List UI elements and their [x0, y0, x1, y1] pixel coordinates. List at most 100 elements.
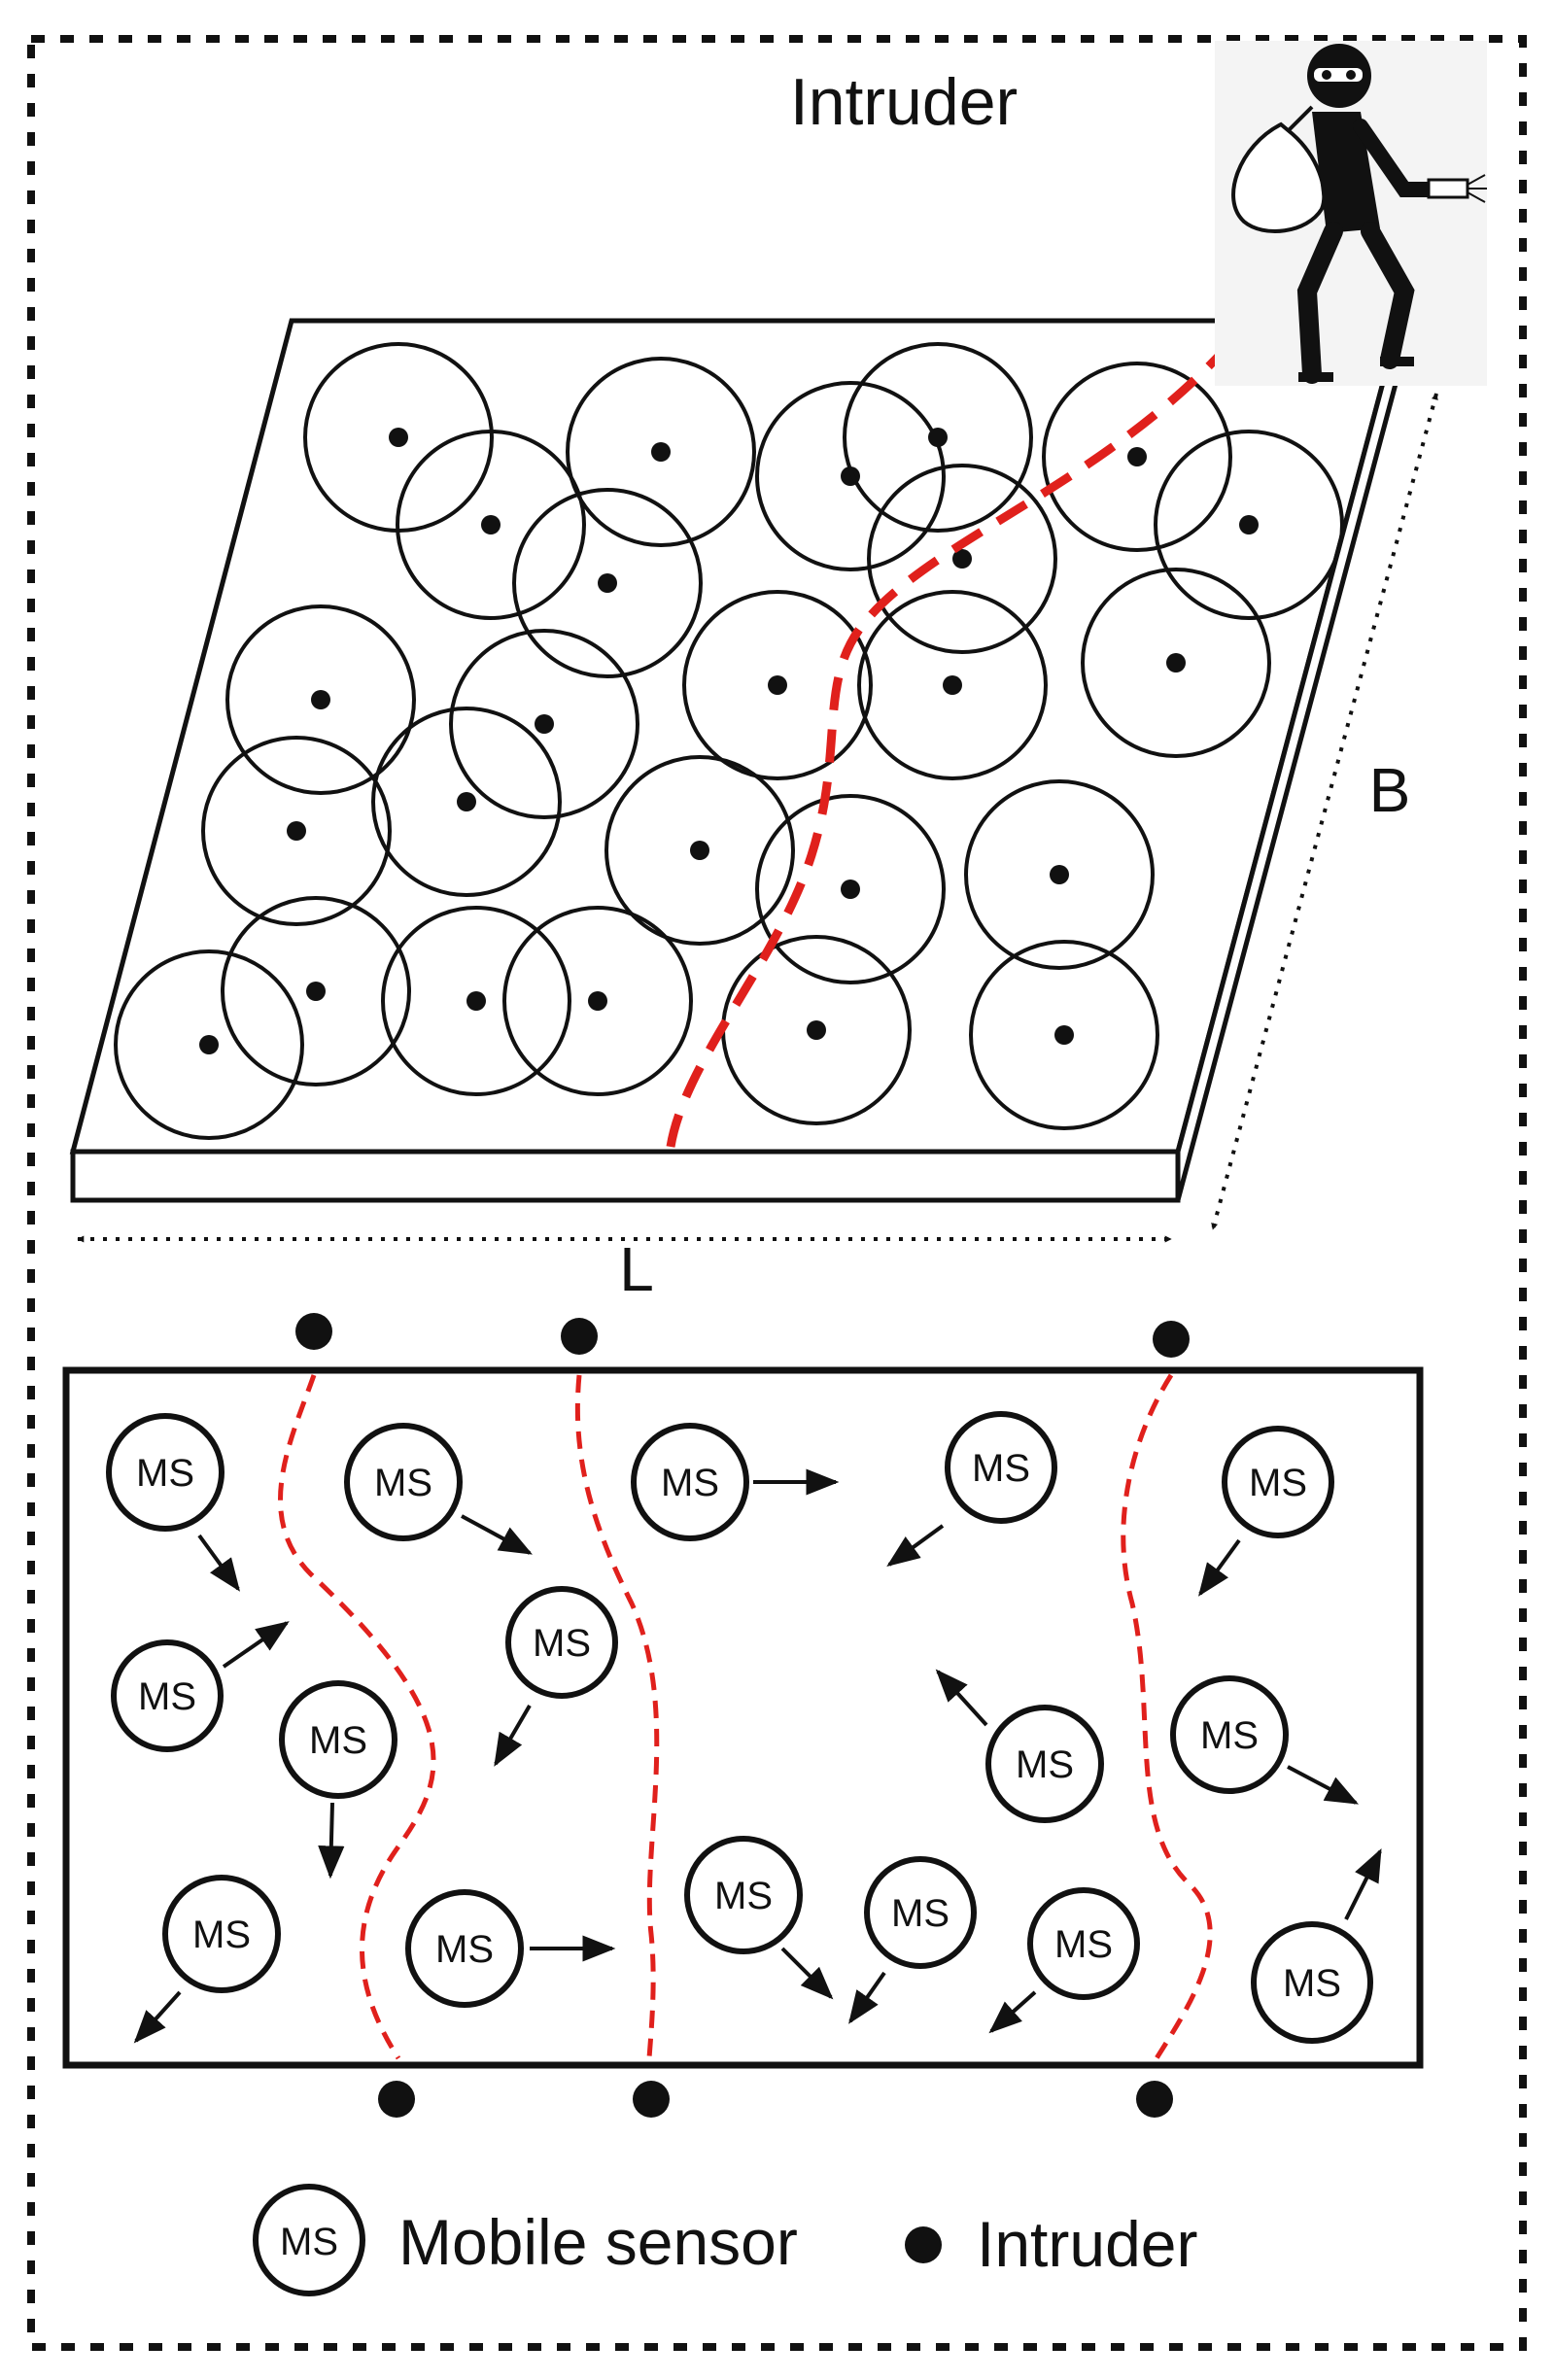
mobile-sensor-text: MS [533, 1622, 591, 1665]
sensing-range [843, 342, 1033, 533]
thief-icon [1215, 41, 1487, 386]
sensing-field-front [70, 1149, 1181, 1203]
mobile-sensor-icon [631, 1423, 749, 1541]
mobile-sensor-text: MS [1200, 1714, 1259, 1757]
sensing-range [566, 357, 756, 547]
mobile-sensor: MS [111, 1621, 290, 1752]
intruder-heading: Intruder [790, 65, 1018, 139]
mobile-sensor-text: MS [1054, 1923, 1113, 1966]
sensing-range [969, 940, 1159, 1130]
static-sensor [588, 991, 607, 1011]
sensing-range [604, 755, 795, 946]
static-sensor [651, 442, 671, 462]
static-sensor [287, 821, 306, 841]
sensing-range [371, 707, 562, 897]
static-sensor [457, 792, 476, 811]
mobile-sensor: MS [988, 1887, 1140, 2034]
static-sensor [807, 1020, 826, 1040]
sensing-range [449, 629, 639, 819]
intruder-dot [378, 2081, 415, 2118]
sensing-range [682, 590, 873, 780]
mobile-sensor: MS [684, 1836, 834, 2000]
sensing-range [857, 590, 1048, 780]
static-sensor [389, 428, 408, 447]
mobile-sensor-text: MS [1016, 1743, 1074, 1786]
mobile-sensor-text: MS [661, 1462, 719, 1504]
mobile-sensor-icon [162, 1875, 281, 1993]
intruder-path-2 [574, 1374, 660, 2059]
mobile-sensor-icon [344, 1423, 463, 1541]
outer-frame [27, 35, 1527, 2351]
static-sensor [598, 573, 617, 593]
sensing-range [755, 794, 946, 984]
sensing-range [221, 896, 411, 1087]
mobile-sensor: MS [494, 1586, 618, 1767]
static-sensor [1239, 515, 1259, 535]
mobile-sensor-text: MS [891, 1892, 950, 1935]
mobile-sensor-icon [1170, 1675, 1289, 1794]
breadth-label: B [1369, 755, 1411, 825]
intruder-path-3 [1121, 1373, 1213, 2060]
mobile-sensor-text: MS [714, 1875, 773, 1917]
mobile-sensor-icon [684, 1836, 803, 1954]
mobile-sensor: MS [631, 1423, 840, 1541]
sensing-range [114, 949, 304, 1140]
static-sensor [311, 690, 330, 709]
sensing-range [225, 604, 416, 795]
movement-arrow [133, 1990, 182, 2044]
movement-arrow [780, 1947, 834, 2000]
mobile-sensor: MS [1170, 1675, 1360, 1805]
mobile-sensor-icon [864, 1856, 977, 1969]
intruder-dot [633, 2081, 670, 2118]
sensing-range [964, 779, 1155, 970]
sensing-range [512, 488, 703, 678]
mobile-sensor: MS [886, 1411, 1057, 1567]
static-sensor [1127, 447, 1147, 466]
intruder-dot-icon [905, 2226, 942, 2263]
mobile-sensor-text: MS [435, 1928, 494, 1971]
mobile-sensor: MS [1198, 1426, 1334, 1597]
static-sensor [952, 549, 972, 569]
mobile-sensor: MS [405, 1889, 616, 2008]
mobile-sensor: MS [106, 1413, 240, 1592]
sensing-range [867, 464, 1057, 654]
movement-arrow [197, 1534, 240, 1592]
static-sensor [1050, 865, 1069, 884]
legend: MS Mobile sensor Intruder [253, 2184, 1197, 2296]
static-sensor [690, 841, 709, 860]
mobile-sensor-icon [985, 1705, 1104, 1823]
top-panel: Intruder L B [69, 41, 1487, 1304]
sensing-range [755, 381, 946, 571]
movement-arrow [318, 1802, 345, 1880]
static-sensor [841, 880, 860, 899]
length-label: L [619, 1234, 654, 1304]
movement-arrow [848, 1971, 886, 2024]
static-sensor [943, 675, 962, 695]
legend-intruder-label: Intruder [977, 2208, 1197, 2280]
movement-arrow [1344, 1847, 1382, 1920]
legend-sensor-text: MS [280, 2221, 338, 2263]
movement-arrow [988, 1990, 1037, 2034]
movement-arrow [494, 1704, 532, 1767]
mobile-sensor-text: MS [138, 1675, 196, 1718]
movement-arrow [935, 1669, 988, 1727]
intruder-path-top [666, 346, 1228, 1148]
mobile-sensor-text: MS [1249, 1462, 1307, 1504]
mobile-sensor: MS [344, 1423, 533, 1555]
static-sensor [481, 515, 501, 535]
sensing-range [502, 906, 693, 1096]
sensing-range [381, 906, 571, 1096]
movement-arrow [1198, 1538, 1241, 1597]
mobile-sensor: MS [935, 1669, 1104, 1823]
static-sensor [1166, 653, 1186, 673]
static-sensor [306, 982, 326, 1001]
mobile-sensor: MS [133, 1875, 281, 2044]
static-sensor-field [114, 342, 1344, 1140]
intruder-dot [1153, 1321, 1190, 1358]
intruder-path-1 [278, 1374, 436, 2060]
static-sensor [466, 991, 486, 1011]
mobile-sensor-icon [945, 1411, 1057, 1524]
